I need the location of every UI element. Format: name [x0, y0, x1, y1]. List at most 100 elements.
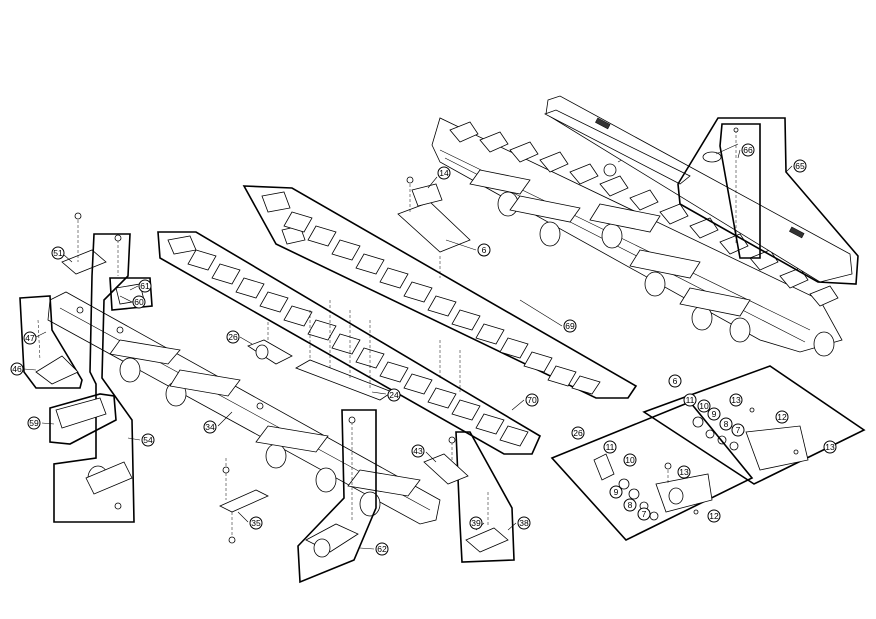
callout-61[interactable]: 61: [138, 279, 152, 293]
svg-text:69: 69: [565, 321, 575, 331]
svg-text:35: 35: [251, 518, 261, 528]
leader-lines: [23, 149, 793, 550]
callout-38[interactable]: 38: [517, 516, 531, 530]
callout-54[interactable]: 54: [141, 433, 155, 447]
svg-text:9: 9: [614, 487, 619, 497]
guard-shield: [544, 95, 853, 283]
callout-13a[interactable]: 13: [729, 393, 743, 407]
svg-text:8: 8: [724, 419, 729, 429]
callout-69[interactable]: 69: [563, 319, 577, 333]
svg-text:10: 10: [699, 401, 709, 411]
group-26-parts: [593, 453, 713, 521]
svg-text:13: 13: [825, 442, 835, 452]
svg-text:12: 12: [777, 412, 787, 422]
group-26-outline: [550, 401, 754, 541]
svg-text:11: 11: [686, 395, 695, 405]
group-69-guards: [261, 191, 601, 395]
callout-13c[interactable]: 13: [677, 465, 691, 479]
svg-text:54: 54: [143, 435, 153, 445]
group-65-outline: [677, 117, 859, 285]
group-46-47-outline: [19, 295, 83, 389]
svg-text:38: 38: [519, 518, 529, 528]
svg-text:43: 43: [413, 446, 423, 456]
callout-43[interactable]: 43: [411, 444, 425, 458]
svg-text:65: 65: [795, 161, 805, 171]
group-38-39-outline: [455, 431, 515, 563]
part-26-left: [247, 322, 293, 365]
group-70-outline: [157, 231, 542, 455]
group-6-parts: [692, 407, 809, 471]
group-51-parts: [61, 212, 107, 275]
callout-6b[interactable]: 6: [668, 374, 682, 388]
callout-59[interactable]: 59: [27, 416, 41, 430]
group-62-outline: [297, 409, 377, 584]
callout-62[interactable]: 62: [375, 542, 389, 556]
callout-60[interactable]: 60: [132, 295, 146, 309]
callout-12b[interactable]: 12: [707, 509, 721, 523]
callout-46[interactable]: 46: [10, 362, 24, 376]
callout-11b[interactable]: 11: [603, 440, 617, 454]
svg-text:6: 6: [482, 245, 487, 255]
callout-14[interactable]: 14: [437, 166, 451, 180]
svg-text:13: 13: [679, 467, 689, 477]
svg-text:46: 46: [12, 364, 22, 374]
svg-text:47: 47: [25, 333, 35, 343]
callout-7b[interactable]: 7: [637, 507, 651, 521]
callout-34[interactable]: 34: [203, 420, 217, 434]
svg-text:60: 60: [134, 297, 144, 307]
callout-6a[interactable]: 6: [477, 243, 491, 257]
group-6-outline: [642, 365, 866, 485]
group-69-outline: [242, 185, 638, 399]
svg-text:62: 62: [377, 544, 387, 554]
callout-13b[interactable]: 13: [823, 440, 837, 454]
callout-24[interactable]: 24: [387, 388, 401, 402]
svg-text:26: 26: [228, 332, 238, 342]
callout-8b[interactable]: 8: [623, 498, 637, 512]
group-54-outline: [53, 233, 135, 523]
group-66-outline: [719, 123, 761, 259]
callout-9a[interactable]: 9: [707, 407, 721, 421]
lower-cutter-bar: [47, 291, 441, 525]
svg-text:7: 7: [736, 425, 741, 435]
svg-text:59: 59: [29, 418, 39, 428]
svg-text:7: 7: [642, 509, 647, 519]
callout-10a[interactable]: 10: [697, 399, 711, 413]
svg-text:9: 9: [712, 409, 717, 419]
upper-cutter-bar: [431, 117, 843, 357]
svg-text:34: 34: [205, 422, 215, 432]
svg-text:51: 51: [53, 248, 63, 258]
callout-35[interactable]: 35: [249, 516, 263, 530]
part-35-bracket: [219, 458, 269, 544]
svg-text:61: 61: [140, 281, 150, 291]
svg-text:39: 39: [471, 518, 481, 528]
part-6-14-bracket: [397, 176, 471, 278]
svg-text:13: 13: [731, 395, 741, 405]
group-70-guards: [167, 235, 529, 447]
svg-text:14: 14: [439, 168, 449, 178]
callout-8a[interactable]: 8: [719, 417, 733, 431]
callout-47[interactable]: 47: [23, 331, 37, 345]
callout-26b[interactable]: 26: [571, 426, 585, 440]
callout-66[interactable]: 66: [741, 143, 755, 157]
callout-10b[interactable]: 10: [623, 453, 637, 467]
svg-text:24: 24: [389, 390, 399, 400]
svg-text:26: 26: [573, 428, 583, 438]
svg-text:11: 11: [606, 442, 615, 452]
callout-65[interactable]: 65: [793, 159, 807, 173]
group-60-61-outline: [109, 277, 153, 311]
callout-11a[interactable]: 11: [683, 393, 697, 407]
svg-text:8: 8: [628, 500, 633, 510]
svg-text:6: 6: [673, 376, 678, 386]
callout-70[interactable]: 70: [525, 393, 539, 407]
callout-51[interactable]: 51: [51, 246, 65, 260]
svg-text:10: 10: [625, 455, 635, 465]
callout-7a[interactable]: 7: [731, 423, 745, 437]
callout-26a[interactable]: 26: [226, 330, 240, 344]
group-59-outline: [49, 393, 117, 445]
part-43: [423, 436, 469, 485]
svg-text:12: 12: [709, 511, 719, 521]
callout-39[interactable]: 39: [469, 516, 483, 530]
callout-12a[interactable]: 12: [775, 410, 789, 424]
callout-9b[interactable]: 9: [609, 485, 623, 499]
